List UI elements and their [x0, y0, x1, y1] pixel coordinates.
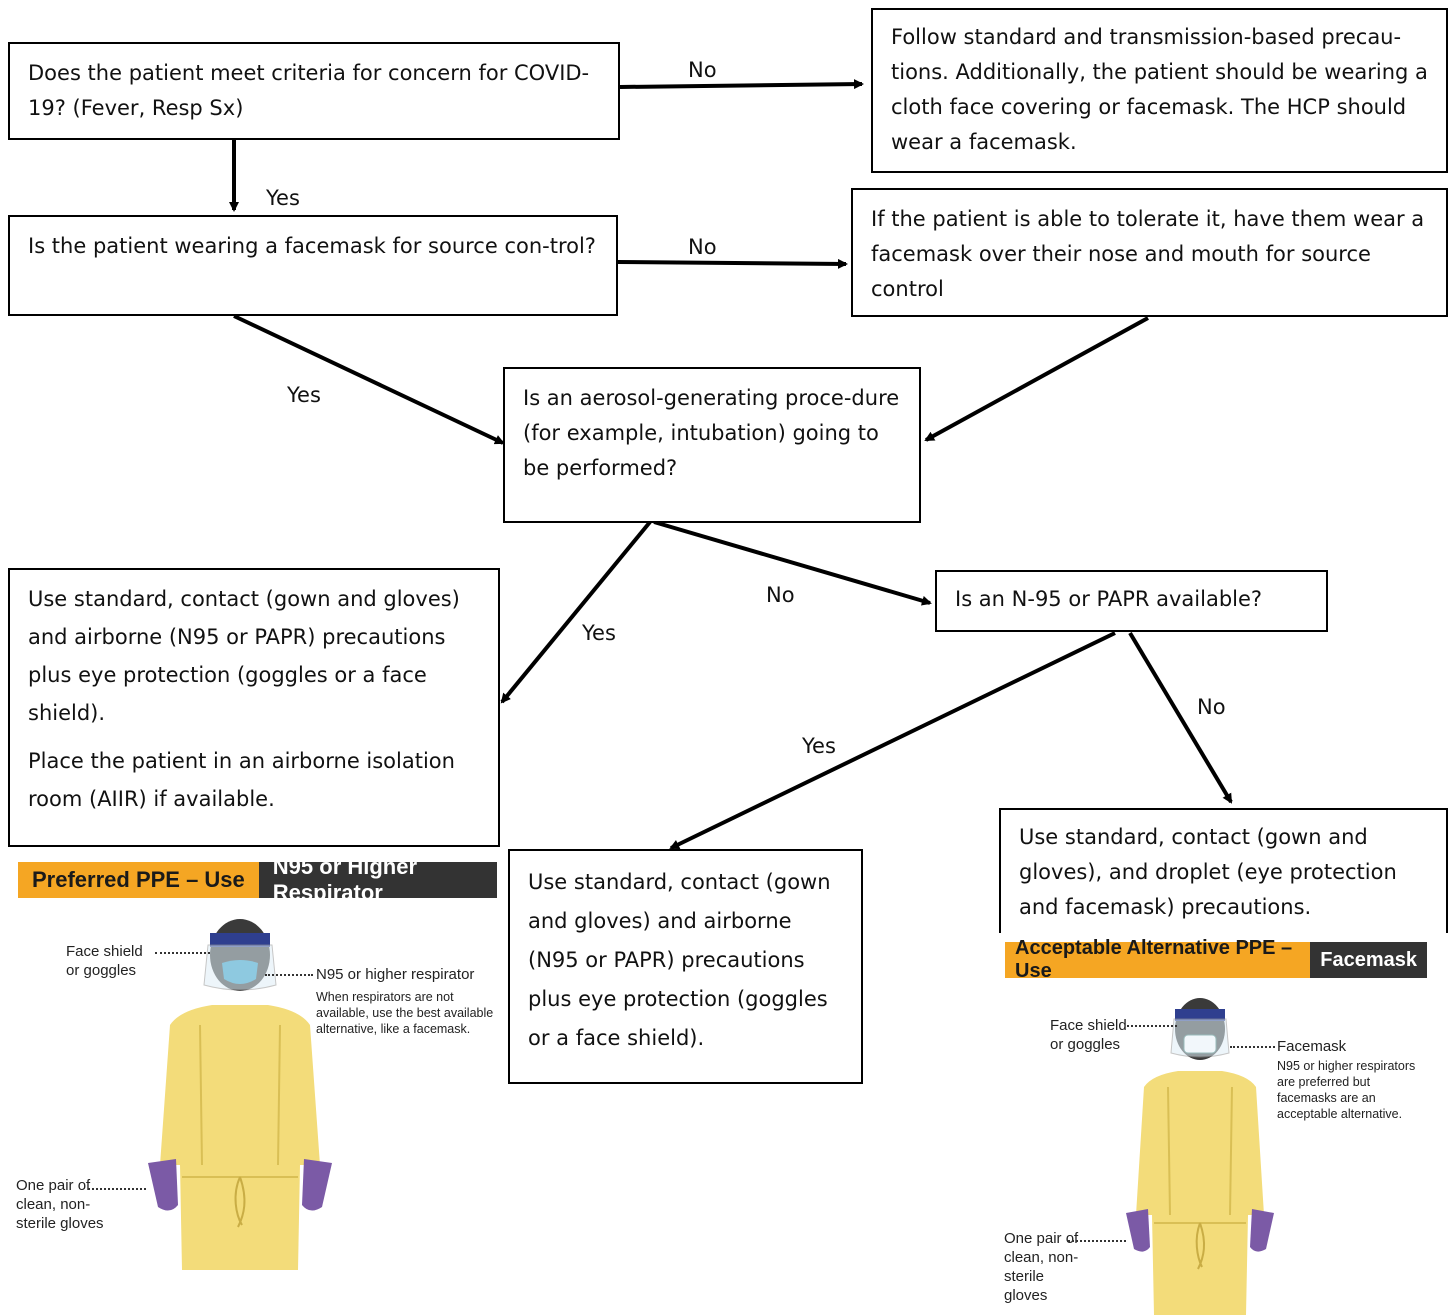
action-airborne-precautions: Use standard, contact (gown and gloves) … — [508, 849, 863, 1084]
action-droplet-precautions: Use standard, contact (gown and gloves),… — [999, 808, 1448, 933]
arrow-q3-yes — [500, 520, 652, 704]
label-q2-yes: Yes — [287, 383, 321, 407]
preferred-ppe-banner-right: N95 or Higher Respirator — [258, 854, 497, 905]
preferred-respirator-note: When respirators are not available, use … — [316, 990, 494, 1036]
ppe-figure-respirator — [148, 919, 332, 1270]
preferred-ppe-banner: Preferred PPE – Use N95 or Higher Respir… — [18, 854, 497, 905]
alternative-gloves-caption: One pair of clean, non-sterile gloves — [1004, 1230, 1079, 1304]
arrow-q2-no — [617, 258, 848, 269]
label-q3-yes: Yes — [582, 621, 616, 645]
alternative-gloves-leader — [1068, 1240, 1126, 1242]
action-give-facemask: If the patient is able to tolerate it, h… — [851, 188, 1448, 317]
label-q1-no: No — [688, 58, 717, 82]
alternative-ppe-banner: Acceptable Alternative PPE – Use Facemas… — [1005, 937, 1427, 982]
alternative-face-shield-caption: Face shield or goggles — [1050, 1017, 1127, 1053]
preferred-gloves-leader — [88, 1188, 146, 1190]
preferred-ppe-banner-left: Preferred PPE – Use — [18, 862, 259, 898]
question-n95-papr-available: Is an N-95 or PAPR available? — [935, 570, 1328, 632]
question-covid-criteria: Does the patient meet criteria for conce… — [8, 42, 620, 140]
label-q2-no: No — [688, 235, 717, 259]
label-q3-no: No — [766, 583, 795, 607]
preferred-gloves-caption: One pair of clean, non-sterile gloves — [16, 1177, 104, 1232]
arrow-q4-no — [1128, 631, 1233, 804]
preferred-face-shield-caption: Face shield or goggles — [66, 943, 143, 979]
alternative-facemask-note: N95 or higher respirators are preferred … — [1277, 1059, 1416, 1121]
action-airborne-precautions-aiir: Use standard, contact (gown and gloves) … — [8, 568, 500, 847]
preferred-respirator-leader — [265, 974, 313, 976]
question-facemask-source-control: Is the patient wearing a facemask for so… — [8, 215, 618, 316]
preferred-face-shield-leader — [155, 952, 210, 954]
arrow-q3-no — [653, 520, 932, 606]
alternative-ppe-banner-right: Facemask — [1310, 942, 1427, 978]
alternative-ppe-banner-left: Acceptable Alternative PPE – Use — [1005, 937, 1311, 982]
alternative-facemask-leader — [1230, 1046, 1275, 1048]
alternative-facemask-caption: Facemask — [1277, 1038, 1347, 1055]
label-q4-no: No — [1197, 695, 1226, 719]
question-aerosol-procedure: Is an aerosol-generating proce-dure (for… — [503, 367, 921, 523]
ppe-figure-facemask — [1126, 998, 1274, 1315]
arrow-source-control — [924, 316, 1149, 442]
arrow-q4-yes — [669, 631, 1116, 850]
arrow-q2-yes — [233, 314, 505, 445]
arrow-q1-no — [619, 79, 864, 90]
preferred-respirator-caption: N95 or higher respirator — [316, 966, 475, 983]
action-standard-precautions: Follow standard and transmission-based p… — [871, 8, 1448, 173]
alternative-face-shield-leader — [1127, 1025, 1177, 1027]
label-q4-yes: Yes — [802, 734, 836, 758]
label-q1-yes: Yes — [266, 186, 300, 210]
